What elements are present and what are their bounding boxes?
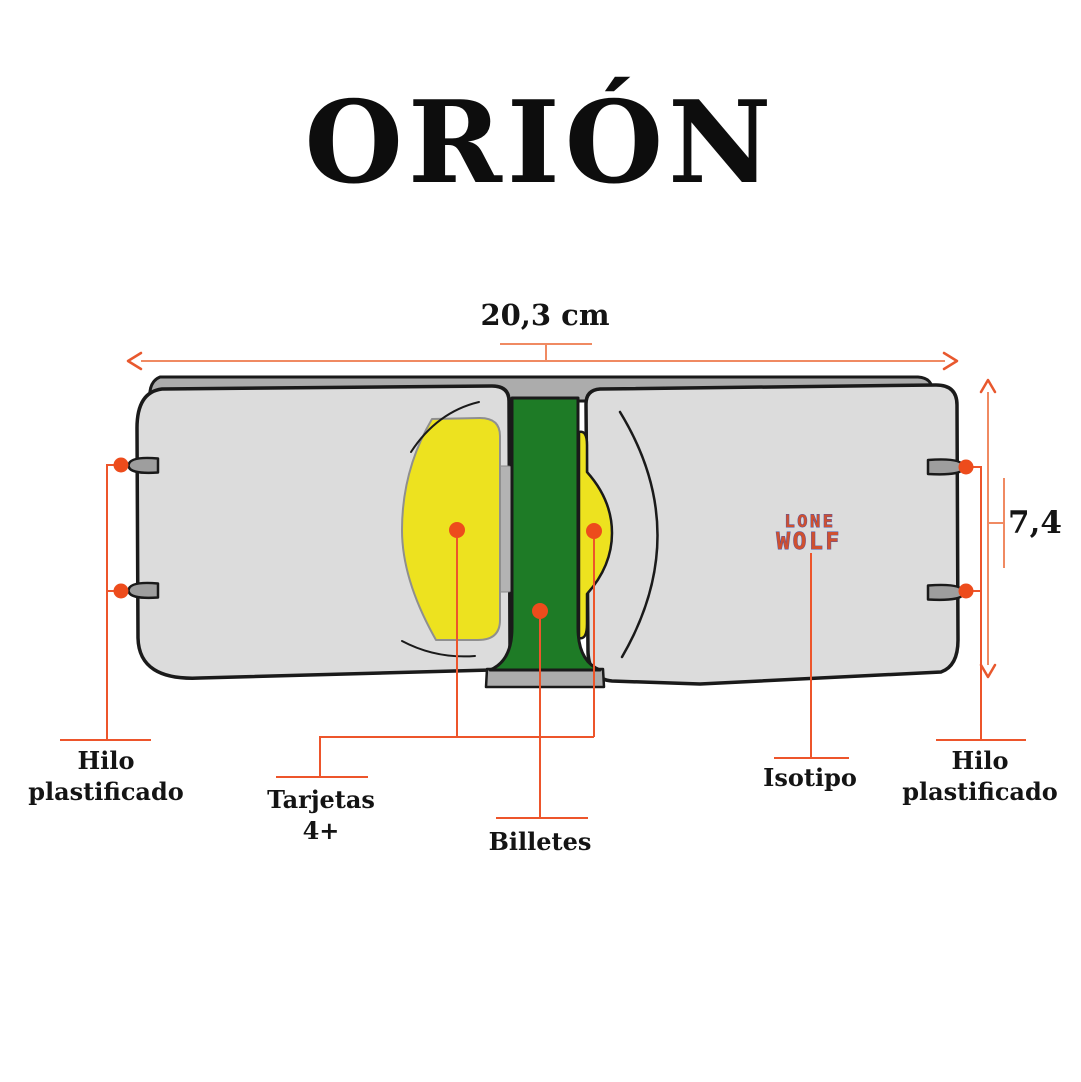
thread-tab-left-top — [127, 456, 160, 475]
slot-arc-top-left — [410, 401, 480, 453]
label-tarjetas: Tarjetas 4+ — [267, 785, 375, 846]
height-dimension-arrows — [979, 378, 997, 679]
callout-isotipo — [774, 553, 849, 759]
callout-lines — [60, 464, 1026, 819]
dot-tarjetas-left — [449, 522, 465, 538]
pocket-arc-right — [618, 410, 659, 659]
label-billetes: Billetes — [488, 827, 592, 856]
thread-tab-left-bottom — [127, 581, 160, 600]
label-hilo-plastificado-left: Hilo plastificado — [28, 746, 184, 807]
arrow-up-icon — [979, 378, 997, 394]
callout-hilo-left — [60, 464, 151, 741]
thread-tab-right-top — [926, 458, 965, 476]
height-dimension — [987, 392, 1005, 665]
label-hilo-plastificado-right: Hilo plastificado — [902, 746, 1058, 807]
width-dimension — [141, 343, 945, 362]
callout-billetes — [496, 619, 588, 819]
height-dimension-label: 7,4 — [1008, 505, 1062, 541]
slot-arc-bottom-left — [401, 640, 476, 658]
arrow-right-icon — [942, 351, 959, 371]
width-dimension-label: 20,3 cm — [480, 298, 610, 332]
bill-bottom-tab — [484, 667, 606, 689]
dot-tarjetas-right — [586, 523, 602, 539]
callout-tarjetas — [276, 538, 595, 778]
dot-hilo-left-top — [113, 457, 129, 473]
arrow-left-icon — [126, 351, 143, 371]
logo-line2: WOLF — [776, 529, 841, 555]
width-dimension-arrows — [126, 351, 959, 371]
dot-hilo-left-bottom — [113, 583, 129, 599]
logo-line1: LONE — [785, 512, 836, 532]
dot-hilo-right-top — [958, 459, 974, 475]
product-title: ORIÓN — [304, 76, 777, 209]
lone-wolf-logo: LONE WOLF — [776, 512, 841, 556]
dot-hilo-right-bottom — [958, 583, 974, 599]
wallet-right-panel — [584, 383, 960, 686]
callout-dots — [113, 457, 974, 619]
dot-billetes — [532, 603, 548, 619]
label-isotipo: Isotipo — [763, 763, 857, 792]
thread-tab-right-bottom — [926, 583, 965, 602]
callout-hilo-right — [936, 466, 1026, 741]
arrow-down-icon — [979, 663, 997, 679]
